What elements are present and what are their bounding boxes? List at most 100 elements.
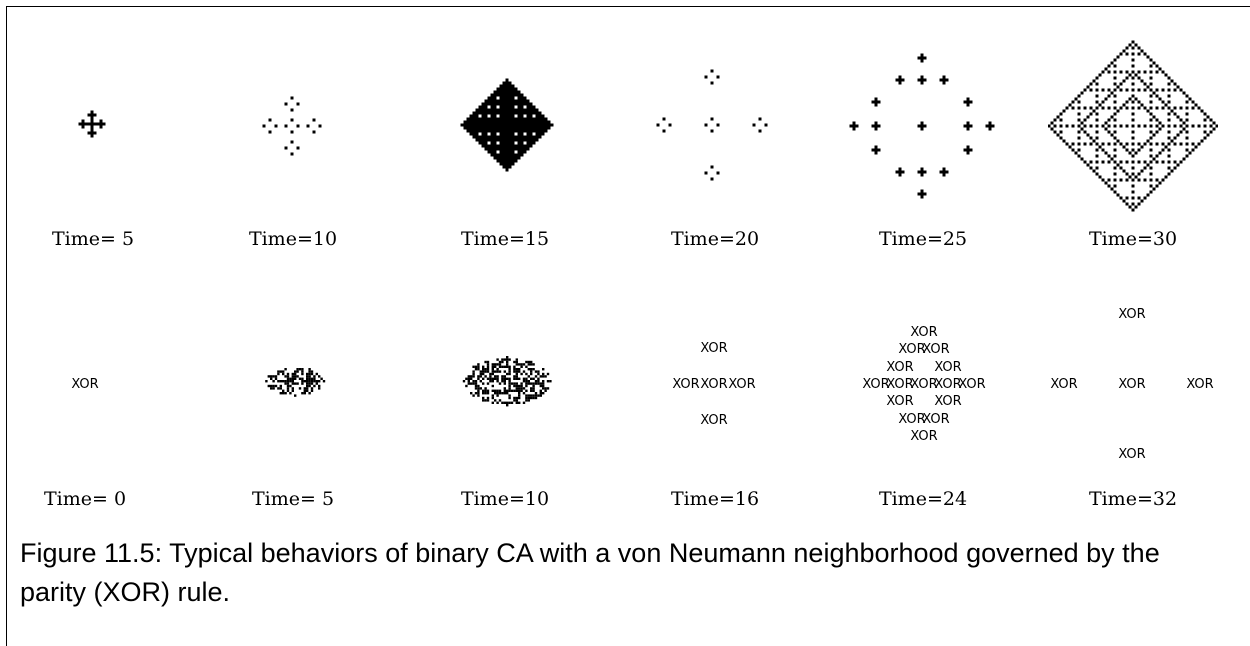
ca-cell <box>522 363 526 366</box>
ca-cell <box>544 120 548 124</box>
xor-label: XOR <box>700 413 727 428</box>
ca-cell <box>496 123 500 127</box>
ca-cell <box>1116 55 1120 59</box>
ca-cell <box>530 389 533 392</box>
ca-cell <box>517 135 521 139</box>
ca-cell <box>898 173 902 177</box>
ca-cell <box>502 132 506 136</box>
ca-cell <box>532 120 536 124</box>
ca-cell <box>1212 127 1216 131</box>
ca-cell <box>852 127 856 131</box>
ca-cell <box>1119 82 1123 86</box>
ca-cell <box>284 382 287 385</box>
ca-cell <box>1131 202 1135 206</box>
ca-cell <box>527 368 530 371</box>
ca-cell <box>1086 115 1090 119</box>
ca-cell <box>515 399 518 402</box>
ca-cell <box>1053 130 1057 134</box>
ca-cell <box>477 394 480 397</box>
ca-cell <box>1110 187 1114 191</box>
ca-cell <box>523 123 527 127</box>
ca-cell <box>313 380 316 383</box>
ca-cell <box>482 370 485 373</box>
ca-cell <box>923 170 927 174</box>
ca-cell <box>1131 82 1135 86</box>
ca-cell <box>758 129 762 133</box>
ca-cell <box>1116 163 1120 167</box>
ca-cell <box>517 156 521 160</box>
ca-cell <box>1149 190 1153 194</box>
ca-cell <box>487 117 491 121</box>
ca-cell <box>277 387 280 390</box>
ca-cell <box>498 360 502 364</box>
ca-cell <box>484 114 488 118</box>
ca-cell <box>1149 58 1153 62</box>
ca-cell <box>508 150 512 154</box>
ca-cell <box>517 153 521 157</box>
ca-cell <box>478 105 482 109</box>
ca-cell <box>491 380 494 383</box>
ca-cell <box>499 90 503 94</box>
ca-cell <box>286 375 290 378</box>
ca-cell <box>758 117 762 121</box>
ca-cell <box>942 173 946 177</box>
ca-cell <box>523 120 527 124</box>
ca-cell <box>505 135 509 139</box>
ca-cell <box>502 162 506 166</box>
ca-cell <box>481 138 485 142</box>
ca-cell <box>515 375 518 378</box>
ca-cell <box>1143 106 1147 110</box>
ca-cell <box>486 363 490 366</box>
ca-cell <box>508 377 511 380</box>
ca-cell <box>969 100 973 104</box>
ca-cell <box>1107 154 1111 158</box>
ca-cell <box>532 368 535 371</box>
ca-cell <box>898 81 902 85</box>
ca-cell <box>491 372 494 376</box>
ca-cell <box>481 120 485 124</box>
ca-cell <box>523 99 527 103</box>
ca-cell <box>1176 85 1180 89</box>
ca-cell <box>923 56 927 60</box>
ca-cell <box>517 108 521 112</box>
ca-cell <box>1158 151 1162 155</box>
ca-cell <box>1149 112 1153 116</box>
ca-cell <box>535 114 539 118</box>
ca-cell <box>1089 160 1093 164</box>
ca-cell <box>534 396 538 400</box>
ca-cell <box>491 363 494 366</box>
ca-cell <box>966 121 970 125</box>
ca-cell <box>1050 121 1054 125</box>
ca-cell <box>1161 148 1165 152</box>
ca-cell <box>1071 148 1075 152</box>
ca-cell <box>1104 67 1108 71</box>
ca-cell <box>313 377 316 380</box>
ca-cell <box>942 170 946 174</box>
ca-cell <box>493 141 497 145</box>
ca-cell <box>532 105 536 109</box>
ca-cell <box>1131 148 1135 152</box>
ca-cell <box>874 97 878 101</box>
ca-cell <box>525 365 528 368</box>
ca-cell <box>490 129 494 133</box>
ca-cell <box>474 382 478 385</box>
ca-cell <box>506 392 509 395</box>
ca-cell <box>284 375 287 378</box>
ca-cell <box>470 375 473 378</box>
ca-cell <box>523 147 527 151</box>
ca-cell <box>472 394 475 397</box>
ca-cell <box>90 125 94 129</box>
ca-cell <box>306 387 309 390</box>
ca-cell <box>1173 142 1177 146</box>
ca-cell <box>308 380 311 383</box>
ca-cell <box>482 382 485 385</box>
ca-cell <box>525 389 528 392</box>
ca-cell <box>530 382 533 385</box>
ca-cell <box>874 103 878 107</box>
ca-cell <box>513 377 516 380</box>
ca-cell <box>498 363 502 366</box>
ca-cell <box>1101 160 1105 164</box>
xor-label: XOR <box>886 377 913 392</box>
ca-cell <box>1125 178 1129 182</box>
